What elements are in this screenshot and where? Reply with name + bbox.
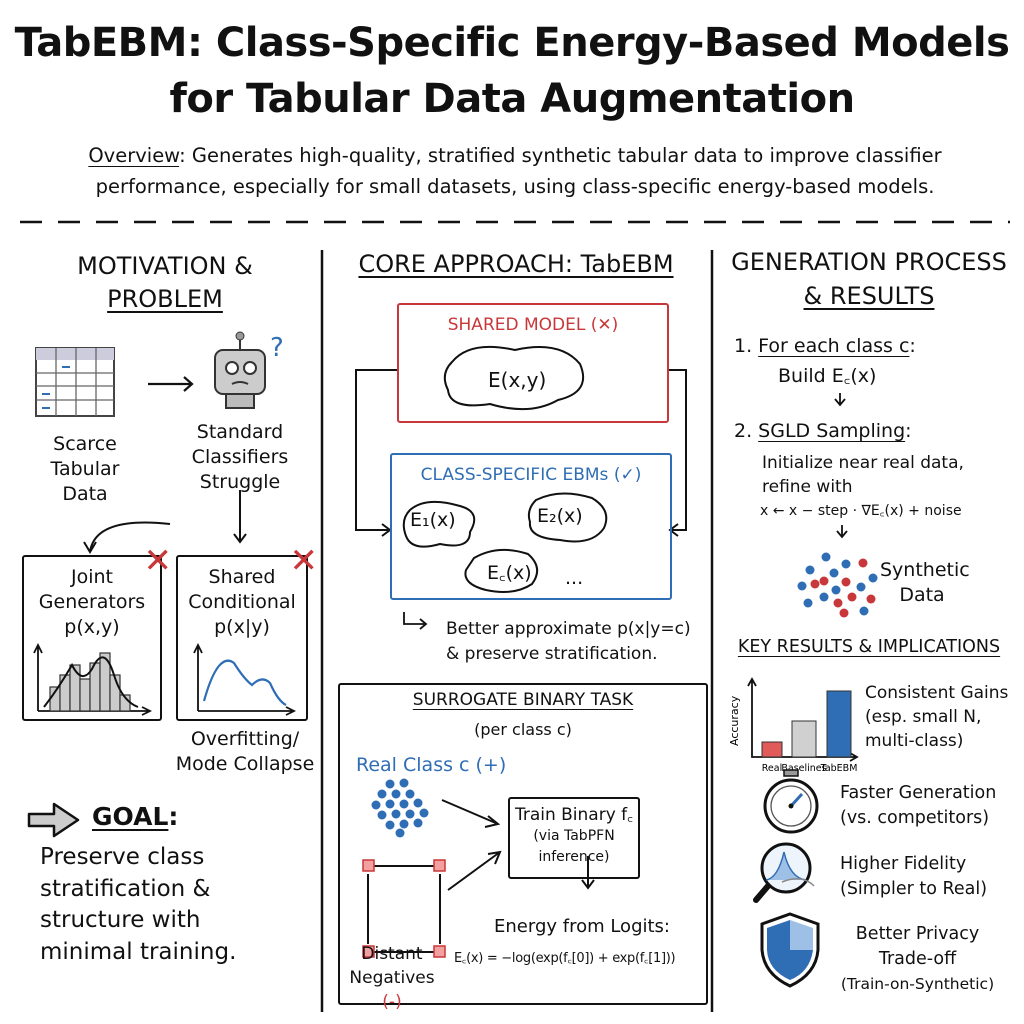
step-1: 1. For each class c:: [734, 335, 916, 357]
arrow-icon: [233, 490, 247, 544]
surrogate-task-box: [338, 683, 708, 1005]
shield-icon: [760, 912, 820, 988]
ec-label: E꜀(x): [487, 562, 532, 584]
generation-heading: GENERATION PROCESS: [731, 248, 1007, 276]
title-line-1: TabEBM: Class-Specific Energy-Based Mode…: [14, 20, 1010, 66]
real-class-points: [371, 778, 429, 838]
shared-model-label: SHARED MODEL (✕): [447, 315, 619, 335]
overview-line-1: : Generates high-quality, stratified syn…: [179, 144, 942, 167]
surrogate-graphics: [362, 778, 595, 958]
ec-blob: [464, 548, 539, 593]
fidelity-text: Higher Fidelity(Simpler to Real): [840, 854, 988, 899]
arrow-icon: [581, 856, 595, 890]
motivation-graphics: ?: [35, 331, 284, 554]
table-icon: [35, 347, 115, 417]
histogram-icon: [33, 642, 153, 716]
benefit-text: Better approximate p(x|y=c)& preserve st…: [446, 619, 691, 664]
arrow-icon: [148, 376, 194, 392]
magnifier-icon: [753, 842, 815, 903]
cross-icon: ✕: [143, 541, 173, 581]
bar-real: [761, 741, 783, 758]
arrow-icon: [403, 612, 428, 630]
step-1-detail: Build E꜀(x): [778, 365, 877, 387]
density-curve-icon: [193, 642, 297, 716]
generation-graphics: [797, 393, 878, 618]
bar-baselines: [791, 720, 817, 758]
tick-label-tabebm: TabEBM: [820, 763, 858, 774]
tick-label-baselines: Baselines: [781, 763, 826, 774]
results-heading-line: & RESULTS: [803, 282, 935, 310]
question-mark-icon: ?: [270, 333, 284, 363]
goal-arrow-icon: [27, 802, 80, 838]
update-rule: x ← x − step · ∇E꜀(x) + noise: [760, 503, 962, 519]
distant-negatives-square: [362, 859, 446, 958]
step-2-detail: Initialize near real data,refine with: [762, 453, 964, 497]
energy-formula: E꜀(x) = −log(exp(f꜀[0]) + exp(f꜀[1])): [454, 951, 676, 966]
core-graphics: [355, 345, 687, 630]
surrogate-heading: SURROGATE BINARY TASK: [412, 690, 634, 710]
bar-tabebm: [826, 690, 852, 758]
step-2: 2. SGLD Sampling:: [734, 420, 912, 442]
e1-blob: [402, 500, 476, 548]
robot-icon: ?: [214, 331, 284, 409]
chart-ylabel: Accuracy: [728, 695, 741, 746]
e2-label: E₂(x): [537, 505, 583, 527]
arrow-icon: [447, 850, 502, 891]
faster-text: Faster Generation(vs. competitors): [840, 783, 997, 828]
stopwatch-icon: [763, 769, 819, 834]
motivation-heading: MOTIVATION &: [77, 252, 253, 280]
synthetic-data-points: [797, 552, 878, 618]
title-line-2: for Tabular Data Augmentation: [169, 76, 855, 122]
class-specific-label: CLASS-SPECIFIC EBMs (✓): [420, 465, 642, 485]
shared-model-box: SHARED MODEL (✕): [397, 303, 669, 423]
gains-text: Consistent Gains(esp. small N,multi-clas…: [865, 683, 1009, 751]
failure-label: Overfitting/Mode Collapse: [175, 728, 315, 775]
arrow-icon: [441, 799, 501, 828]
real-class-label: Real Class c (+): [356, 754, 507, 776]
arrow-icon: [83, 521, 171, 554]
shared-energy-label: E(x,y): [488, 368, 547, 392]
chart-axes: [747, 677, 859, 762]
class-specific-box: CLASS-SPECIFIC EBMs (✓): [390, 453, 672, 600]
energy-blob: [443, 345, 585, 411]
key-results-heading: KEY RESULTS & IMPLICATIONS: [737, 637, 1001, 657]
e1-label: E₁(x): [410, 509, 456, 531]
arrow-icon: [836, 525, 848, 539]
goal-heading: GOAL:: [92, 802, 179, 831]
overview-label: Overview: [88, 144, 180, 167]
core-approach-heading: CORE APPROACH: TabEBM: [358, 250, 674, 278]
surrogate-sub: (per class c): [474, 720, 572, 739]
arrow-icon: [834, 393, 846, 407]
ellipsis: ...: [565, 567, 584, 589]
cross-icon: ✕: [289, 541, 319, 581]
e2-blob: [527, 492, 608, 543]
energy-label: Energy from Logits:: [494, 916, 671, 937]
overview: Overview: Generates high-quality, strati…: [20, 140, 1010, 202]
tick-label-real: Real: [762, 763, 782, 774]
problem-heading: PROBLEM: [107, 285, 223, 313]
overview-line-2: performance, especially for small datase…: [95, 175, 935, 198]
